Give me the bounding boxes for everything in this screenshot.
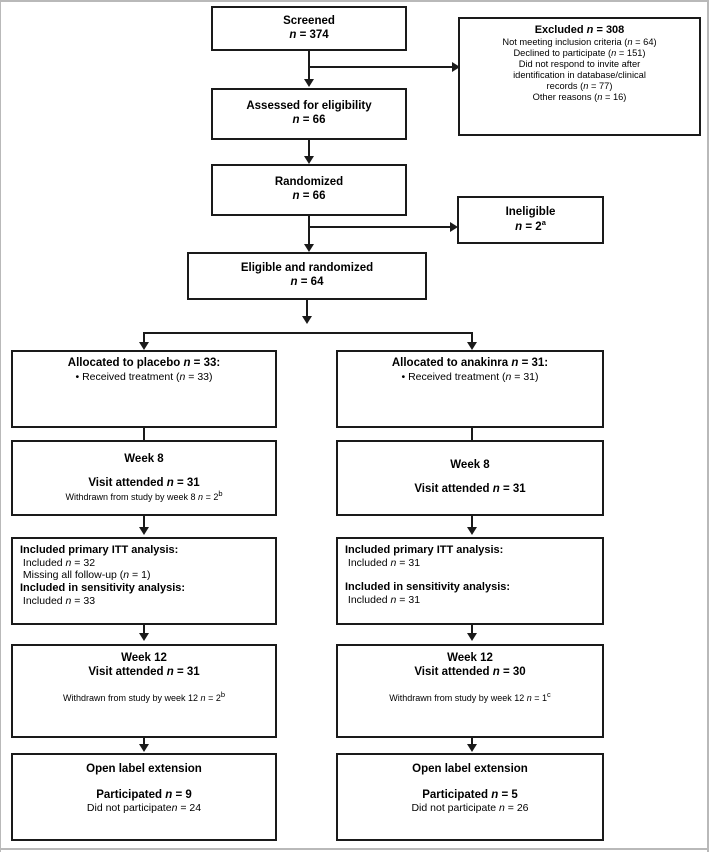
excluded-reason-3: identification in database/clinical bbox=[513, 69, 646, 80]
node-week8-anakinra: Week 8 Visit attended n = 31 bbox=[336, 440, 604, 516]
week8-anakinra-heading: Week 8 bbox=[450, 459, 490, 472]
frame-top bbox=[0, 0, 709, 2]
itt-placebo-primary-line: Included n = 32 bbox=[22, 556, 96, 569]
connector-split-left bbox=[143, 332, 145, 346]
itt-anakinra-sensitivity-line: Included n = 31 bbox=[347, 594, 421, 607]
node-week12-placebo: Week 12 Visit attended n = 31 Withdrawn … bbox=[11, 644, 277, 738]
itt-placebo-sensitivity-heading: Included in sensitivity analysis: bbox=[20, 581, 186, 594]
connector-anakinra-alloc-week8 bbox=[471, 428, 473, 440]
allocated-placebo-title: Allocated to placebo n = 33: bbox=[67, 357, 221, 369]
node-allocated-placebo: Allocated to placebo n = 33: • Received … bbox=[11, 350, 277, 428]
connector-anakinra-itt-week12 bbox=[471, 625, 473, 637]
node-week12-anakinra: Week 12 Visit attended n = 30 Withdrawn … bbox=[336, 644, 604, 738]
week12-anakinra-withdrawn: Withdrawn from study by week 12 n = 1c bbox=[389, 690, 551, 704]
arrow-anakinra-itt-week12 bbox=[467, 633, 477, 641]
ineligible-count: n = 2a bbox=[515, 218, 546, 233]
randomized-count: n = 66 bbox=[292, 190, 326, 202]
ineligible-label: Ineligible bbox=[505, 205, 556, 218]
ole-anakinra-not-participated: Did not participate n = 26 bbox=[411, 802, 529, 815]
excluded-reason-4: records (n = 77) bbox=[546, 80, 613, 91]
arrow-anakinra-week12-ole bbox=[467, 744, 477, 752]
excluded-reason-1: Declined to participate (n = 151) bbox=[513, 47, 646, 58]
arrow-split-left bbox=[139, 342, 149, 350]
excluded-reason-2: Did not respond to invite after bbox=[518, 58, 641, 69]
itt-anakinra-primary-line: Included n = 31 bbox=[347, 556, 421, 569]
arrow-placebo-itt-week12 bbox=[139, 633, 149, 641]
connector-randomized-ineligible bbox=[308, 226, 452, 228]
itt-anakinra-sensitivity-heading: Included in sensitivity analysis: bbox=[345, 581, 511, 594]
node-allocated-anakinra: Allocated to anakinra n = 31: • Received… bbox=[336, 350, 604, 428]
ole-placebo-heading: Open label extension bbox=[86, 763, 202, 775]
excluded-title: Excluded n = 308 bbox=[534, 24, 625, 36]
connector-placebo-alloc-week8 bbox=[143, 428, 145, 440]
connector-randomized-eligible bbox=[308, 216, 310, 248]
arrow-placebo-week8-itt bbox=[139, 527, 149, 535]
connector-split-right bbox=[471, 332, 473, 346]
excluded-reason-5: Other reasons (n = 16) bbox=[532, 91, 627, 102]
connector-screened-excluded bbox=[308, 66, 458, 68]
connector-assessed-randomized bbox=[308, 140, 310, 158]
screened-count: n = 374 bbox=[289, 28, 329, 41]
eligible-count: n = 64 bbox=[290, 276, 324, 288]
ole-anakinra-participated: Participated n = 5 bbox=[422, 788, 518, 801]
arrow-screened-excluded bbox=[452, 62, 460, 72]
frame-left bbox=[0, 0, 1, 852]
arrow-randomized-eligible bbox=[304, 244, 314, 252]
arrow-eligible-split bbox=[302, 316, 312, 324]
allocated-placebo-bullet: • Received treatment (n = 33) bbox=[75, 370, 213, 383]
arrow-split-right bbox=[467, 342, 477, 350]
connector-eligible-split-stem bbox=[306, 300, 308, 318]
ole-placebo-participated: Participated n = 9 bbox=[96, 788, 192, 801]
itt-placebo-missing: Missing all follow-up (n = 1) bbox=[22, 569, 151, 582]
node-excluded: Excluded n = 308 Not meeting inclusion c… bbox=[458, 17, 701, 136]
frame-right bbox=[707, 0, 709, 852]
arrow-anakinra-week8-itt bbox=[467, 527, 477, 535]
node-screened: Screened n = 374 bbox=[211, 6, 407, 51]
week12-placebo-visit: Visit attended n = 31 bbox=[88, 665, 200, 678]
node-randomized: Randomized n = 66 bbox=[211, 164, 407, 216]
connector-placebo-itt-week12 bbox=[143, 625, 145, 637]
week8-placebo-withdrawn: Withdrawn from study by week 8 n = 2b bbox=[65, 489, 223, 503]
node-assessed-for-eligibility: Assessed for eligibility n = 66 bbox=[211, 88, 407, 140]
week8-placebo-visit: Visit attended n = 31 bbox=[88, 476, 200, 489]
week12-anakinra-visit: Visit attended n = 30 bbox=[414, 665, 526, 678]
node-ole-anakinra: Open label extension Participated n = 5 … bbox=[336, 753, 604, 841]
itt-placebo-sensitivity-line: Included n = 33 bbox=[22, 594, 96, 607]
arrow-screened-assessed bbox=[304, 79, 314, 87]
week12-placebo-heading: Week 12 bbox=[121, 652, 167, 664]
ole-placebo-not-participated: Did not participaten = 24 bbox=[86, 802, 202, 815]
week12-anakinra-heading: Week 12 bbox=[447, 652, 493, 664]
excluded-reason-0: Not meeting inclusion criteria (n = 64) bbox=[502, 36, 657, 47]
week8-placebo-heading: Week 8 bbox=[124, 453, 164, 466]
node-ole-placebo: Open label extension Participated n = 9 … bbox=[11, 753, 277, 841]
week8-anakinra-visit: Visit attended n = 31 bbox=[414, 483, 526, 495]
itt-anakinra-primary-heading: Included primary ITT analysis: bbox=[345, 544, 504, 556]
eligible-label: Eligible and randomized bbox=[240, 262, 374, 275]
randomized-label: Randomized bbox=[274, 176, 344, 189]
connector-anakinra-week8-itt bbox=[471, 516, 473, 530]
assessed-label: Assessed for eligibility bbox=[246, 100, 372, 113]
frame-bottom bbox=[0, 848, 709, 850]
ole-anakinra-heading: Open label extension bbox=[412, 763, 528, 775]
allocated-anakinra-bullet: • Received treatment (n = 31) bbox=[401, 370, 539, 383]
node-itt-placebo: Included primary ITT analysis: Included … bbox=[11, 537, 277, 625]
node-eligible-and-randomized: Eligible and randomized n = 64 bbox=[187, 252, 427, 300]
connector-split-bar bbox=[143, 332, 473, 334]
node-itt-anakinra: Included primary ITT analysis: Included … bbox=[336, 537, 604, 625]
connector-placebo-week8-itt bbox=[143, 516, 145, 530]
arrow-placebo-week12-ole bbox=[139, 744, 149, 752]
screened-label: Screened bbox=[283, 14, 335, 27]
week12-placebo-withdrawn: Withdrawn from study by week 12 n = 2b bbox=[62, 690, 225, 704]
node-ineligible: Ineligible n = 2a bbox=[457, 196, 604, 244]
arrow-assessed-randomized bbox=[304, 156, 314, 164]
allocated-anakinra-title: Allocated to anakinra n = 31: bbox=[391, 357, 549, 369]
itt-placebo-primary-heading: Included primary ITT analysis: bbox=[20, 544, 179, 556]
assessed-count: n = 66 bbox=[292, 114, 326, 126]
node-week8-placebo: Week 8 Visit attended n = 31 Withdrawn f… bbox=[11, 440, 277, 516]
arrow-randomized-ineligible bbox=[450, 222, 458, 232]
